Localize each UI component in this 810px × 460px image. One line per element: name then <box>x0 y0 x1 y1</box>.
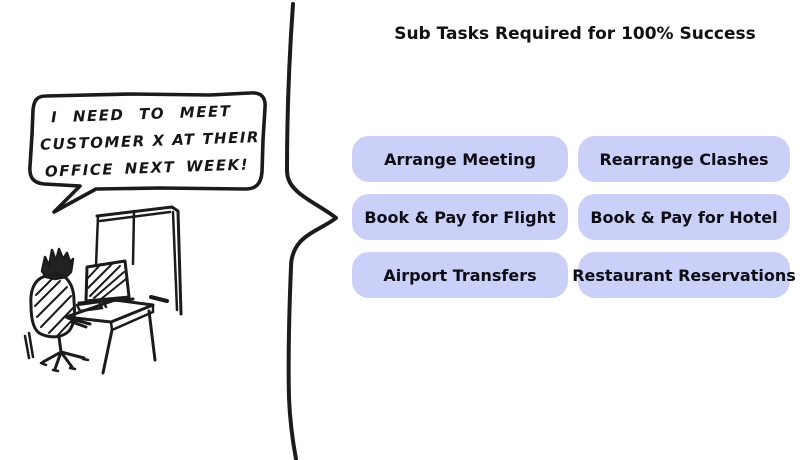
task-pill-book-pay-flight: Book & Pay for Flight <box>352 194 568 240</box>
divider-squiggle <box>285 2 338 460</box>
task-grid: Arrange Meeting Rearrange Clashes Book &… <box>352 136 796 298</box>
speech-bubble <box>28 91 267 214</box>
task-pill-airport-transfers: Airport Transfers <box>352 252 568 298</box>
window-sketch <box>94 205 183 316</box>
speech-bubble-text: I NEED TO MEET CUSTOMER X AT THEIR OFFIC… <box>39 97 260 185</box>
task-pill-book-pay-hotel: Book & Pay for Hotel <box>578 194 790 240</box>
office-chair-sketch <box>23 331 90 373</box>
hand-drawn-sketch <box>23 2 338 460</box>
task-pill-rearrange-clashes: Rearrange Clashes <box>578 136 790 182</box>
task-pill-restaurant-reservations: Restaurant Reservations <box>572 252 796 298</box>
page-title: Sub Tasks Required for 100% Success <box>394 24 756 44</box>
task-pill-arrange-meeting: Arrange Meeting <box>352 136 568 182</box>
desk-sketch <box>64 298 157 375</box>
person-sketch <box>29 247 76 339</box>
